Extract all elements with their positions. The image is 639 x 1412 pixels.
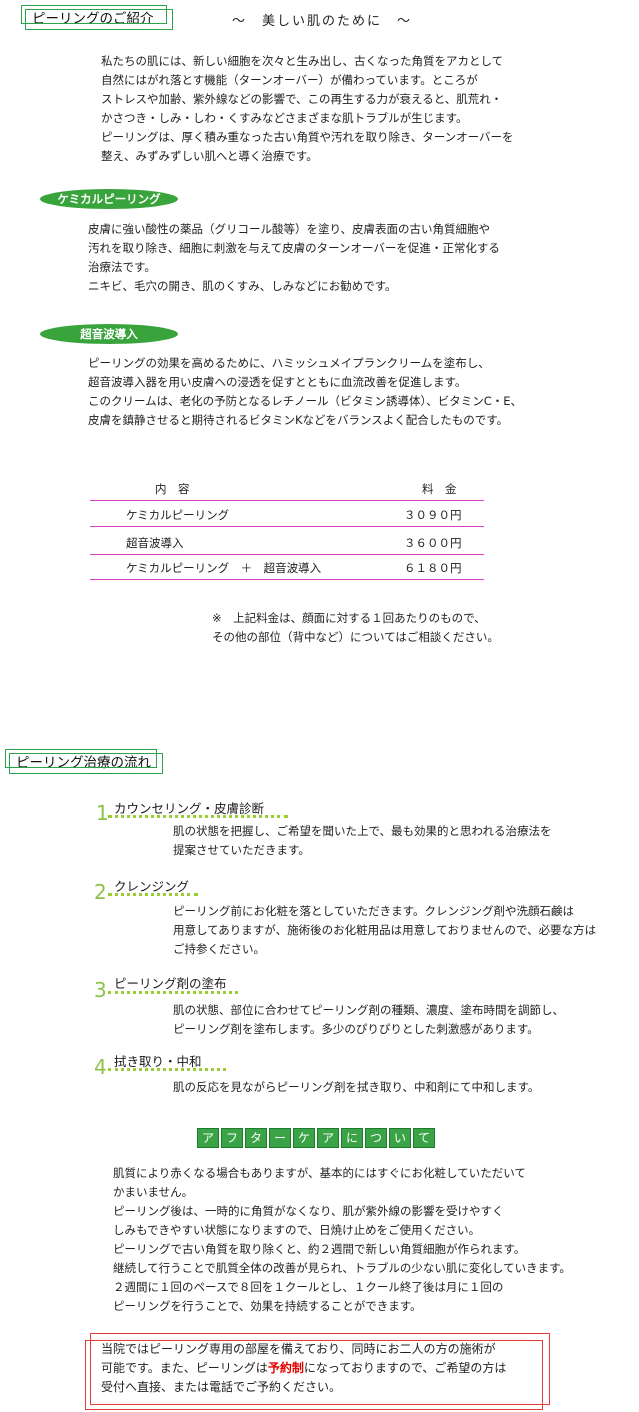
intro-line: 整え、みずみずしい肌へと導く治療です。: [101, 149, 318, 163]
ultrasonic-line: このクリームは、老化の予防となるレチノール（ビタミン誘導体）、ビタミンC・E、: [88, 394, 523, 408]
ultrasonic-line: 皮膚を鎮静させると期待されるビタミンKなどをバランスよく配合したものです。: [88, 413, 509, 427]
reservation-emphasis: 予約制: [267, 1361, 304, 1375]
intro-line: かさつき・しみ・しわ・くすみなどさまざまな肌トラブルが生じます。: [101, 111, 468, 125]
table-row: ケミカルピーリング ＋ 超音波導入 ６１８０円: [90, 555, 484, 580]
notice-line: 当院ではピーリング専用の部屋を備えており、同時にお二人の方の施術が: [101, 1342, 496, 1356]
intro-line: ストレスや加齢、紫外線などの影響で、この再生する力が衰えると、肌荒れ・: [101, 92, 503, 106]
step-title: クレンジング: [114, 879, 190, 894]
step-text: 肌の状態を把握し、ご希望を聞いた上で、最も効果的と思われる治療法を 提案させてい…: [173, 824, 552, 857]
step-title: ピーリング剤の塗布: [114, 976, 227, 991]
banner-char: い: [389, 1128, 411, 1148]
table-row: ケミカルピーリング ３０９０円: [90, 502, 484, 527]
notice-line: 受付へ直接、または電話でご予約ください。: [101, 1380, 342, 1394]
row-item: ケミカルピーリング ＋ 超音波導入: [126, 561, 322, 575]
aftercare-banner: ア フ タ ー ケ ア に つ い て: [197, 1128, 435, 1148]
step-number: 1: [96, 801, 109, 825]
step-title: 拭き取り・中和: [114, 1054, 202, 1069]
chemical-line: 皮膚に強い酸性の薬品（グリコール酸等）を塗り、皮膚表面の古い角質細胞や: [88, 222, 491, 236]
chemical-pill: ケミカルピーリング: [40, 189, 178, 209]
ultrasonic-pill: 超音波導入: [40, 324, 178, 344]
dotted-underline: [108, 991, 238, 994]
step-number: 4: [94, 1055, 107, 1079]
intro-text: 私たちの肌には、新しい細胞を次々と生み出し、古くなった角質をアカとして 自然には…: [101, 52, 514, 166]
step-title: カウンセリング・皮膚診断: [114, 801, 265, 816]
flow-heading: ピーリング治療の流れ: [5, 749, 163, 774]
header-price: 料 金: [422, 482, 457, 496]
chemical-text: 皮膚に強い酸性の薬品（グリコール酸等）を塗り、皮膚表面の古い角質細胞や 汚れを取…: [88, 220, 500, 296]
header-item: 内 容: [155, 482, 190, 496]
tagline: ～ 美しい肌のために ～: [232, 14, 413, 29]
table-row: 超音波導入 ３６００円: [90, 530, 484, 555]
banner-char: つ: [365, 1128, 387, 1148]
ultrasonic-line: 超音波導入器を用い皮膚への浸透を促すとともに血流改善を促進します。: [88, 375, 467, 389]
row-price: ３６００円: [404, 536, 462, 550]
step-text: ピーリング前にお化粧を落としていただきます。クレンジング剤や洗顔石鹸は 用意して…: [173, 904, 597, 956]
aftercare-text: 肌質により赤くなる場合もありますが、基本的にはすぐにお化粧していただいて かまい…: [113, 1166, 571, 1313]
price-note: ※ 上記料金は、顔面に対する１回あたりのもので、 その他の部位（背中など）につい…: [212, 609, 499, 647]
price-table-header: 内 容 料 金: [90, 476, 484, 501]
step-text: 肌の反応を見ながらピーリング剤を拭き取り、中和剤にて中和します。: [173, 1080, 540, 1094]
banner-char: フ: [221, 1128, 243, 1148]
chemical-line: 治療法です。: [88, 260, 156, 274]
banner-char: タ: [245, 1128, 267, 1148]
note-line: ※ 上記料金は、顔面に対する１回あたりのもので、: [212, 611, 486, 625]
chemical-line: 汚れを取り除き、細胞に刺激を与えて皮膚のターンオーバーを促進・正常化する: [88, 241, 500, 255]
banner-char: ア: [197, 1128, 219, 1148]
intro-line: 私たちの肌には、新しい細胞を次々と生み出し、古くなった角質をアカとして: [101, 54, 504, 68]
step-number: 3: [94, 978, 107, 1002]
step-text: 肌の状態、部位に合わせてピーリング剤の種類、濃度、塗布時間を調節し、 ピーリング…: [173, 1003, 564, 1036]
notice-line: 可能です。また、ピーリングは予約制になっておりますので、ご希望の方は: [101, 1361, 507, 1375]
intro-line: 自然にはがれ落とす機能（ターンオーバー）が備わっています。ところが: [101, 73, 478, 87]
dotted-underline: [108, 815, 288, 818]
intro-heading: ピーリングのご紹介: [21, 5, 173, 30]
dotted-underline: [108, 1068, 226, 1071]
banner-char: ア: [317, 1128, 339, 1148]
note-line: その他の部位（背中など）についてはご相談ください。: [212, 630, 499, 644]
banner-char: に: [341, 1128, 363, 1148]
banner-char: ケ: [293, 1128, 315, 1148]
chemical-line: ニキビ、毛穴の開き、肌のくすみ、しみなどにお勧めです。: [88, 279, 397, 293]
dotted-underline: [108, 893, 198, 896]
banner-char: ー: [269, 1128, 291, 1148]
step-number: 2: [94, 880, 107, 904]
notice-box: 当院ではピーリング専用の部屋を備えており、同時にお二人の方の施術が 可能です。ま…: [85, 1333, 550, 1410]
row-price: ３０９０円: [404, 508, 462, 522]
row-price: ６１８０円: [404, 561, 462, 575]
banner-char: て: [413, 1128, 435, 1148]
row-item: ケミカルピーリング: [126, 508, 230, 522]
ultrasonic-line: ピーリングの効果を高めるために、ハミッシュメイプランクリームを塗布し、: [88, 356, 490, 370]
row-item: 超音波導入: [126, 536, 184, 550]
intro-line: ピーリングは、厚く積み重なった古い角質や汚れを取り除き、ターンオーバーを: [101, 130, 514, 144]
ultrasonic-text: ピーリングの効果を高めるために、ハミッシュメイプランクリームを塗布し、 超音波導…: [88, 354, 522, 430]
